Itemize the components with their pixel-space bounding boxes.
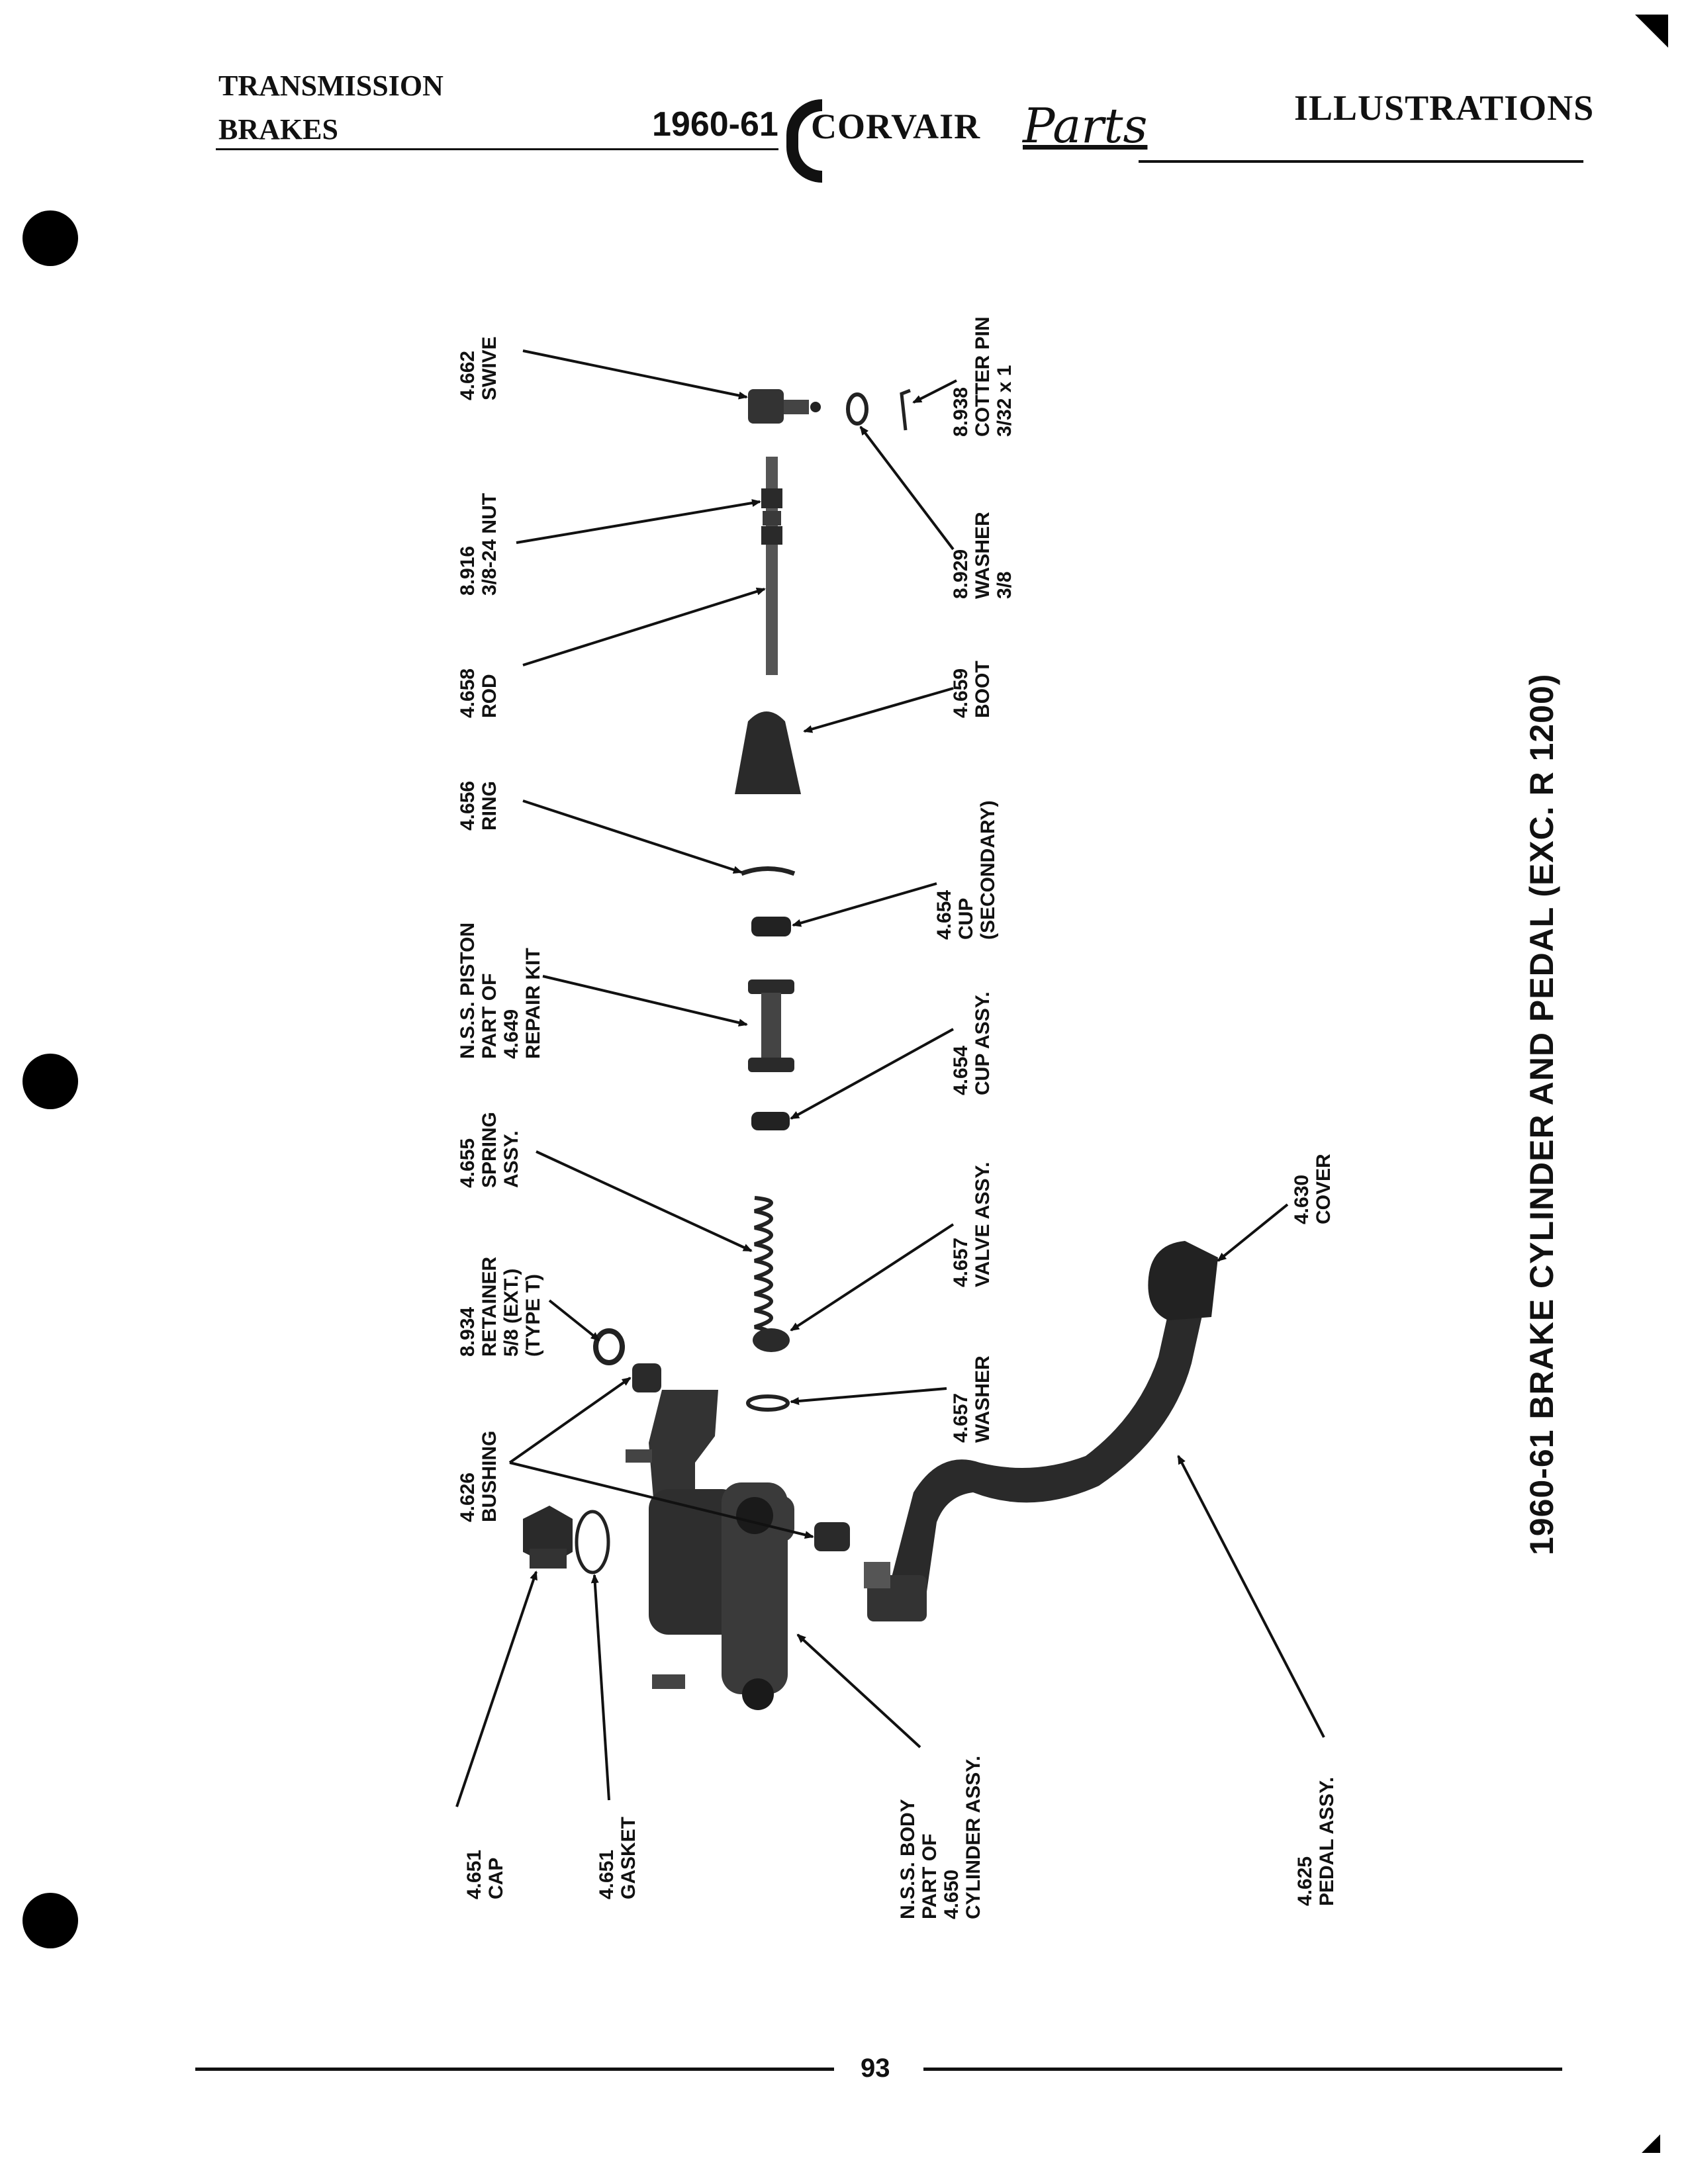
- header-illustrations: ILLUSTRATIONS: [1294, 88, 1595, 128]
- leader-cover: [1217, 1203, 1289, 1262]
- leader-piston: [542, 975, 748, 1027]
- leader-spring: [536, 1150, 753, 1252]
- cup-secondary-part: [751, 917, 791, 936]
- footer-rule-right: [923, 2068, 1562, 2071]
- leader-cup-secondary: [792, 882, 937, 927]
- spring-part: [754, 1196, 773, 1345]
- page-number: 93: [861, 2054, 890, 2083]
- footer-rule-left: [195, 2068, 834, 2071]
- header-rule-right: [1139, 160, 1583, 163]
- retainer-part: [593, 1328, 625, 1365]
- leader-washer-rod: [859, 426, 955, 551]
- figure-caption: 1960-61 BRAKE CYLINDER AND PEDAL (EXC. R…: [1523, 673, 1560, 1555]
- header-year: 1960-61: [652, 105, 778, 144]
- pedal-part: [864, 1241, 1218, 1621]
- leader-swivel: [522, 349, 748, 400]
- valve-washer-part: [746, 1394, 790, 1412]
- leader-cap: [455, 1570, 538, 1807]
- leader-ring: [522, 799, 743, 874]
- corner-mark-top-right: [1635, 15, 1668, 48]
- cup-assy-part: [751, 1112, 790, 1130]
- leader-valve: [790, 1223, 955, 1332]
- valve-part: [753, 1328, 790, 1352]
- leader-washer-valve: [790, 1387, 947, 1405]
- bushing-part-upper: [632, 1363, 661, 1392]
- push-rod-part: [761, 457, 782, 675]
- header-brand-script: Parts: [1023, 98, 1148, 154]
- piston-part: [748, 979, 794, 1072]
- swivel-part: [748, 389, 821, 424]
- leader-body: [796, 1633, 921, 1749]
- leader-bushing-lower: [509, 1461, 814, 1539]
- leader-rod: [522, 587, 766, 666]
- cap-part: [523, 1506, 573, 1569]
- header-rule-left: [216, 148, 778, 150]
- leader-pedal: [1177, 1455, 1325, 1738]
- cotter-pin-part: [900, 388, 911, 431]
- leader-boot: [803, 687, 954, 733]
- leader-retainer: [548, 1299, 600, 1342]
- leader-gasket: [590, 1574, 610, 1801]
- header-section-brakes: BRAKES: [218, 113, 338, 146]
- bushing-part-lower: [814, 1522, 850, 1551]
- leader-bushing-upper: [508, 1377, 632, 1464]
- corner-mark-bottom-right: [1642, 2134, 1660, 2153]
- leader-cup-assy: [790, 1028, 954, 1120]
- header-brand-name: CORVAIR: [811, 107, 981, 146]
- binder-hole-top: [23, 210, 78, 266]
- leader-nut: [516, 499, 761, 544]
- rod-washer-part: [846, 392, 868, 426]
- cylinder-body-part: [626, 1390, 794, 1710]
- boot-part: [735, 711, 801, 794]
- binder-hole-middle: [23, 1054, 78, 1109]
- header-section-transmission: TRANSMISSION: [218, 69, 444, 102]
- leader-cotter-pin: [912, 379, 957, 404]
- ring-part: [740, 866, 796, 876]
- binder-hole-bottom: [23, 1893, 78, 1948]
- gasket-part: [575, 1510, 610, 1574]
